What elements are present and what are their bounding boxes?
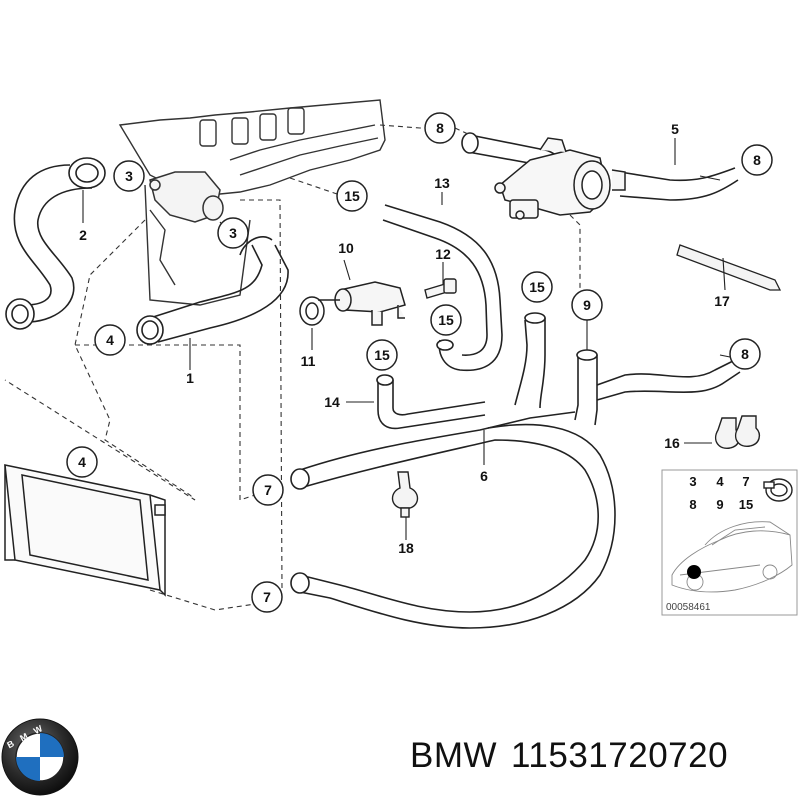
hose-13-drawing: [382, 204, 503, 372]
callout-label-9: 9: [583, 297, 591, 313]
label-17: 17: [714, 293, 730, 309]
callout-7-b: [251, 581, 283, 613]
bmw-logo: BMW: [1, 718, 79, 796]
callout-label-4-low: 4: [78, 454, 86, 470]
location-marker: [687, 565, 701, 579]
part-caption: BMW 11531720720: [410, 736, 742, 776]
clamp-18-drawing: [391, 471, 419, 518]
label-12: 12: [435, 246, 451, 262]
brand-name: BMW: [410, 736, 498, 775]
label-2: 2: [79, 227, 87, 243]
callout-7-a: [252, 474, 284, 506]
callout-label-15-b: 15: [529, 279, 545, 295]
hose-clamp-icon: [763, 478, 793, 502]
radiator-drawing: [4, 464, 166, 597]
label-10: 10: [338, 240, 354, 256]
key-15: 15: [739, 497, 753, 512]
callout-15-a: [336, 180, 368, 212]
callout-label-15-d: 15: [374, 347, 390, 363]
hose-1-drawing: [136, 236, 289, 345]
callout-4-mid: [94, 324, 126, 356]
hose-2-drawing: [5, 157, 106, 330]
callout-8-top-left: [424, 112, 456, 144]
callout-label-7-b: 7: [263, 589, 271, 605]
label-16: 16: [664, 435, 680, 451]
label-11: 11: [301, 353, 316, 369]
hose-network-drawing: [290, 312, 741, 629]
label-14: 14: [324, 394, 340, 410]
callout-label-7-a: 7: [264, 482, 272, 498]
callout-label-3-top: 3: [125, 168, 133, 184]
key-3: 3: [689, 474, 696, 489]
callout-9: [571, 289, 603, 321]
callout-label-15-a: 15: [344, 188, 360, 204]
callout-label-15-c: 15: [438, 312, 454, 328]
label-18: 18: [398, 540, 414, 556]
key-7: 7: [742, 474, 749, 489]
callout-15-d: [366, 339, 398, 371]
thermostat-housing-drawing: [149, 171, 224, 223]
callout-3-mid: [217, 217, 249, 249]
callout-label-8-top-left: 8: [436, 120, 444, 136]
diagram-id: 00058461: [666, 602, 711, 613]
seal-ring-11-drawing: [299, 296, 325, 326]
callout-8-right: [729, 338, 761, 370]
label-6: 6: [480, 468, 488, 484]
callout-15-b: [521, 271, 553, 303]
clips-16-drawing: [714, 415, 761, 449]
key-9: 9: [716, 497, 723, 512]
key-8: 8: [689, 497, 696, 512]
callout-label-4-mid: 4: [106, 332, 114, 348]
callout-3-top: [113, 160, 145, 192]
throttle-body-drawing: [494, 137, 626, 220]
label-5: 5: [671, 121, 679, 137]
label-1: 1: [186, 370, 194, 386]
callout-label-8-right: 8: [741, 346, 749, 362]
key-4: 4: [716, 474, 724, 489]
callout-4-low: [66, 446, 98, 478]
callout-label-3-mid: 3: [229, 225, 237, 241]
valve-10-drawing: [318, 281, 406, 326]
key-box: 3 4 7 8 9 15 00058461: [661, 469, 798, 616]
callout-8-top-right: [741, 144, 773, 176]
bolt-12-drawing: [424, 278, 457, 299]
callout-15-c: [430, 304, 462, 336]
part-number: 11531720720: [511, 736, 729, 775]
callout-label-8-top-right: 8: [753, 152, 761, 168]
strap-17-drawing: [676, 244, 782, 291]
label-13: 13: [434, 175, 450, 191]
